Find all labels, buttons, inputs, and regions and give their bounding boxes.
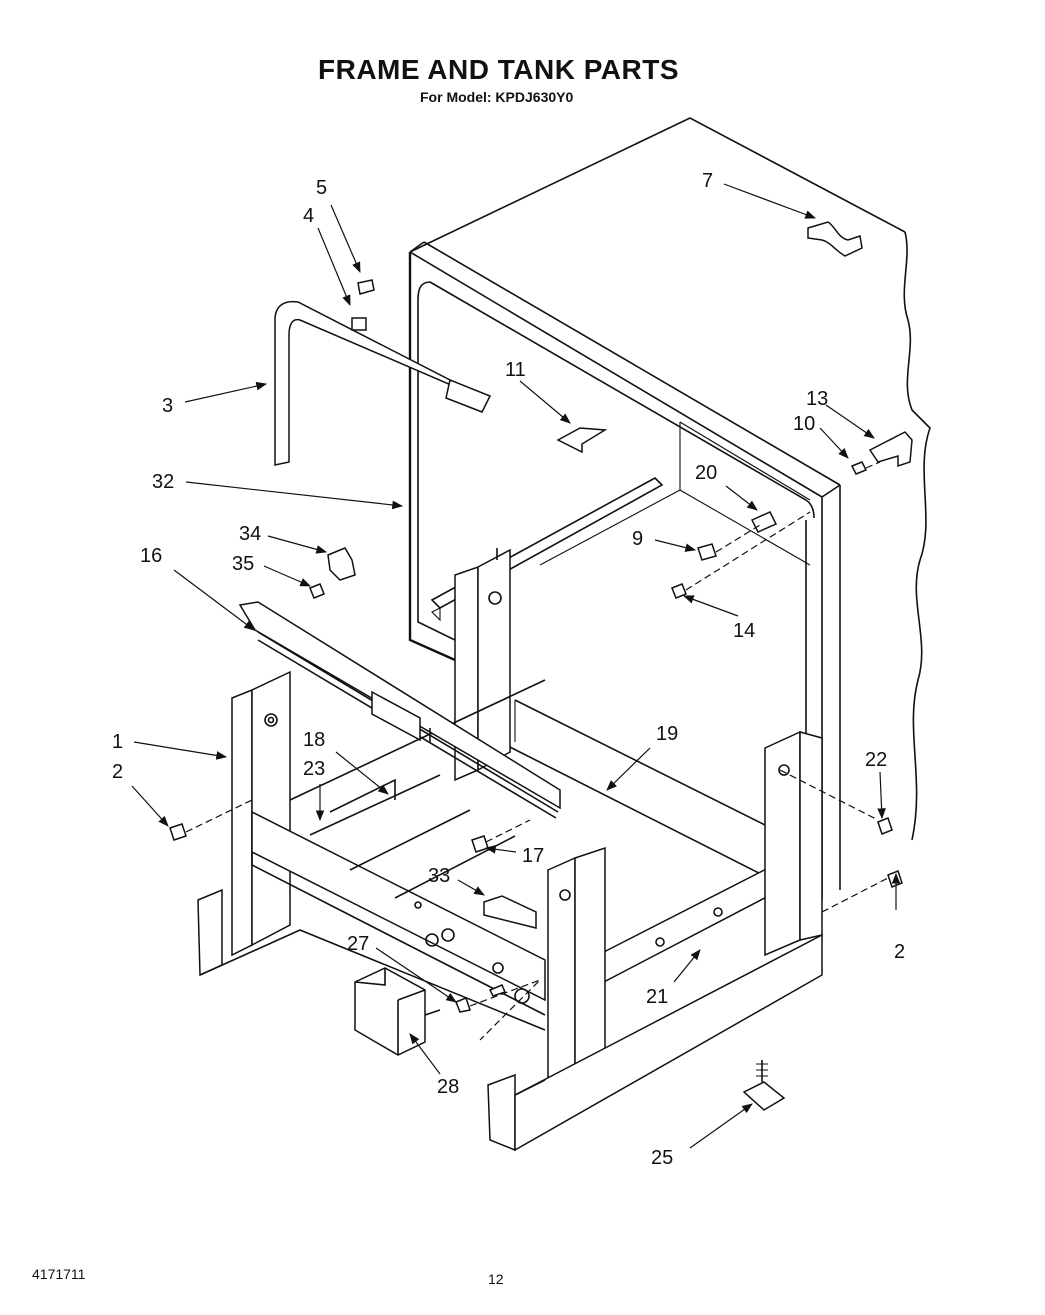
callout-28: 28 bbox=[437, 1076, 459, 1098]
callout-27: 27 bbox=[347, 933, 369, 955]
callout-2: 2 bbox=[112, 761, 123, 783]
callout-11: 11 bbox=[505, 359, 526, 381]
document-number: 4171711 bbox=[32, 1266, 86, 1282]
callout-18: 18 bbox=[303, 729, 325, 751]
callout-7: 7 bbox=[702, 170, 713, 192]
base-frame bbox=[197, 548, 823, 1152]
callout-13: 13 bbox=[806, 388, 828, 410]
callout-21: 21 bbox=[646, 986, 668, 1008]
callout-34: 34 bbox=[239, 523, 261, 545]
callout-4: 4 bbox=[303, 205, 314, 227]
callout-20: 20 bbox=[695, 462, 717, 484]
callout-22: 22 bbox=[865, 749, 887, 771]
callout-9: 9 bbox=[632, 528, 643, 550]
callout-10: 10 bbox=[793, 413, 815, 435]
page-title: FRAME AND TANK PARTS bbox=[318, 54, 680, 85]
tank-rail bbox=[430, 477, 664, 622]
model-subtitle: For Model: KPDJ630Y0 bbox=[420, 89, 574, 105]
callout-32: 32 bbox=[152, 471, 174, 493]
callout-33: 33 bbox=[428, 865, 450, 887]
callout-14: 14 bbox=[733, 620, 755, 642]
callout-2: 2 bbox=[894, 941, 905, 963]
callout-19: 19 bbox=[656, 723, 678, 745]
callout-labels: 1 2 2 3 4 5 7 9 10 11 13 14 16 17 18 19 … bbox=[112, 170, 905, 1169]
callout-5: 5 bbox=[316, 177, 327, 199]
page-number: 12 bbox=[488, 1271, 504, 1287]
callout-16: 16 bbox=[140, 545, 162, 567]
gasket-part-3 bbox=[274, 300, 492, 466]
callout-3: 3 bbox=[162, 395, 173, 417]
callout-17: 17 bbox=[522, 845, 544, 867]
callout-25: 25 bbox=[651, 1147, 673, 1169]
callout-35: 35 bbox=[232, 553, 254, 575]
tank-assembly bbox=[408, 117, 931, 906]
assembly-lines bbox=[185, 461, 889, 1041]
leader-lines bbox=[131, 183, 901, 1149]
callout-1: 1 bbox=[112, 731, 123, 753]
small-parts bbox=[169, 221, 913, 1111]
callout-23: 23 bbox=[303, 758, 325, 780]
